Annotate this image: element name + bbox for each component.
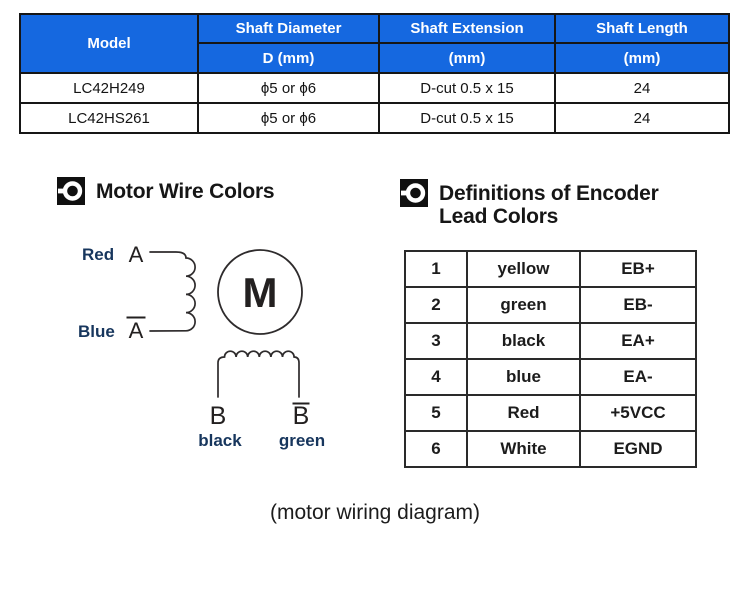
phase-a-bar-color-label: Blue xyxy=(78,322,115,341)
motor-section-heading: Motor Wire Colors xyxy=(57,177,357,205)
motor-wiring-diagram: Red A Blue A M B B black green xyxy=(78,242,325,450)
encoder-table: 1 yellow EB+ 2 green EB- 3 black EA+ 4 b… xyxy=(404,250,697,468)
spec-header-shaft-extension: Shaft Extension xyxy=(378,13,556,44)
spec-cell-diameter-1: ϕ5 or ϕ6 xyxy=(197,72,380,104)
spec-header-shaft-diameter: Shaft Diameter xyxy=(197,13,380,44)
encoder-signal: +5VCC xyxy=(579,394,697,432)
encoder-color: White xyxy=(466,430,581,468)
encoder-color: blue xyxy=(466,358,581,396)
bullet-target-icon xyxy=(400,179,428,207)
encoder-color: black xyxy=(466,322,581,360)
encoder-section-title: Definitions of Encoder Lead Colors xyxy=(439,179,659,228)
phase-a-bar-label: A xyxy=(129,318,144,343)
encoder-title-line2: Lead Colors xyxy=(439,205,559,228)
encoder-row-4: 4 blue EA- xyxy=(404,358,697,396)
spec-table: Model Shaft Diameter Shaft Extension Sha… xyxy=(19,13,730,134)
phase-b-coil xyxy=(217,350,300,398)
spec-row-lc42h249: LC42H249 ϕ5 or ϕ6 D-cut 0.5 x 15 24 xyxy=(19,72,730,104)
phase-b-color-label: black xyxy=(198,431,242,450)
spec-header-row-1: Model Shaft Diameter Shaft Extension Sha… xyxy=(19,13,730,74)
spec-cell-length-2: 24 xyxy=(554,102,730,134)
encoder-title-line1: Definitions of Encoder xyxy=(439,182,659,205)
encoder-pin: 1 xyxy=(404,250,468,288)
encoder-row-1: 1 yellow EB+ xyxy=(404,250,697,288)
encoder-signal: EB- xyxy=(579,286,697,324)
diagram-caption: (motor wiring diagram) xyxy=(269,501,481,524)
encoder-signal: EGND xyxy=(579,430,697,468)
phase-a-color-label: Red xyxy=(82,245,114,264)
spec-subheader-d-mm: D (mm) xyxy=(197,42,380,74)
encoder-table-container: 1 yellow EB+ 2 green EB- 3 black EA+ 4 b… xyxy=(404,250,697,468)
encoder-color: yellow xyxy=(466,250,581,288)
encoder-row-5: 5 Red +5VCC xyxy=(404,394,697,432)
encoder-signal: EB+ xyxy=(579,250,697,288)
phase-b-bar-color-label: green xyxy=(279,431,325,450)
encoder-row-6: 6 White EGND xyxy=(404,430,697,468)
spec-cell-diameter-2: ϕ5 or ϕ6 xyxy=(197,102,380,134)
motor-symbol-circle xyxy=(217,249,303,335)
phase-b-bar-label: B xyxy=(293,402,310,430)
spec-subheader-mm-2: (mm) xyxy=(554,42,730,74)
spec-cell-model-1: LC42H249 xyxy=(19,72,199,104)
phase-a-coil xyxy=(149,251,196,332)
spec-row-lc42hs261: LC42HS261 ϕ5 or ϕ6 D-cut 0.5 x 15 24 xyxy=(19,102,730,134)
encoder-row-2: 2 green EB- xyxy=(404,286,697,324)
motor-section-title: Motor Wire Colors xyxy=(96,180,275,203)
spec-header-model: Model xyxy=(19,13,199,74)
encoder-signal: EA+ xyxy=(579,322,697,360)
encoder-pin: 4 xyxy=(404,358,468,396)
spec-table-container: Model Shaft Diameter Shaft Extension Sha… xyxy=(19,13,730,134)
encoder-section-heading: Definitions of Encoder Lead Colors xyxy=(400,179,690,228)
encoder-color: Red xyxy=(466,394,581,432)
encoder-row-3: 3 black EA+ xyxy=(404,322,697,360)
encoder-color: green xyxy=(466,286,581,324)
bullet-target-icon xyxy=(57,177,85,205)
encoder-pin: 6 xyxy=(404,430,468,468)
spec-header-shaft-length: Shaft Length xyxy=(554,13,730,44)
spec-cell-model-2: LC42HS261 xyxy=(19,102,199,134)
encoder-pin: 3 xyxy=(404,322,468,360)
spec-cell-length-1: 24 xyxy=(554,72,730,104)
spec-cell-extension-2: D-cut 0.5 x 15 xyxy=(378,102,556,134)
encoder-pin: 2 xyxy=(404,286,468,324)
phase-b-label: B xyxy=(210,402,227,430)
encoder-signal: EA- xyxy=(579,358,697,396)
spec-header-row-2: D (mm) (mm) (mm) xyxy=(20,42,730,74)
encoder-pin: 5 xyxy=(404,394,468,432)
phase-a-label: A xyxy=(129,242,144,267)
motor-symbol-letter: M xyxy=(243,269,278,316)
spec-cell-extension-1: D-cut 0.5 x 15 xyxy=(378,72,556,104)
spec-subheader-mm-1: (mm) xyxy=(378,42,556,74)
